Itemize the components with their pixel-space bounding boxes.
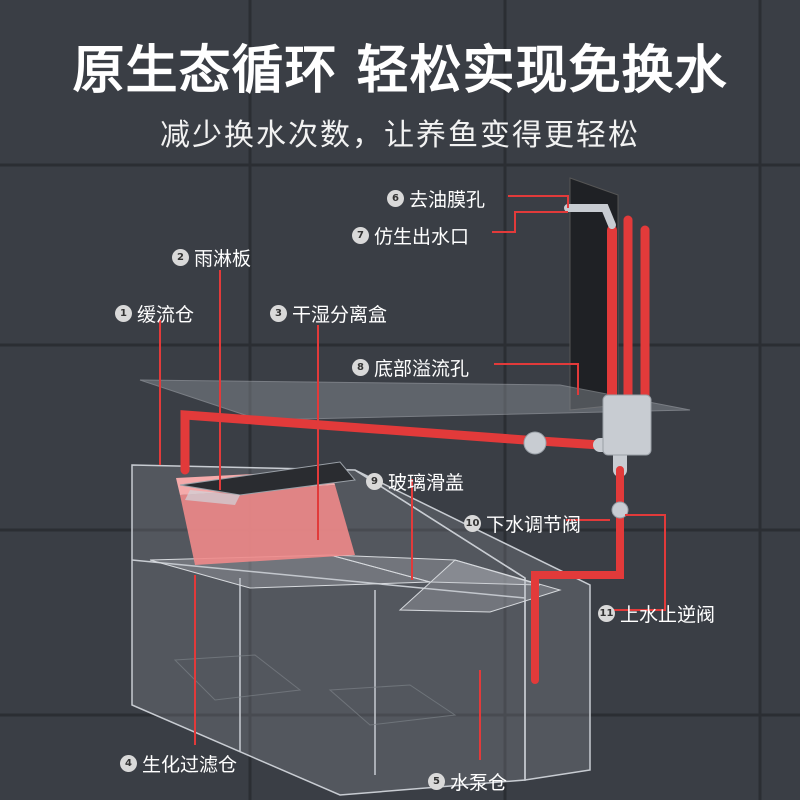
callout-check-valve: 11 上水止逆阀: [598, 600, 715, 627]
callout-label: 玻璃滑盖: [388, 472, 465, 494]
callout-number-badge: 7: [352, 227, 369, 244]
callout-number-badge: 4: [120, 755, 137, 772]
callout-label: 生化过滤仓: [142, 754, 238, 776]
callout-label: 缓流仓: [137, 304, 195, 326]
callout-bio-filter-chamber: 4 生化过滤仓: [120, 750, 237, 777]
callout-bionic-outlet: 7 仿生出水口: [352, 222, 469, 249]
callout-number-badge: 11: [598, 605, 615, 622]
callout-number-badge: 8: [352, 359, 369, 376]
callout-drain-valve: 10 下水调节阀: [464, 510, 581, 537]
callout-number-badge: 5: [428, 773, 445, 790]
callout-dry-wet-box: 3 干湿分离盒: [270, 300, 387, 327]
callout-buffer-chamber: 1 缓流仓: [115, 300, 194, 327]
callout-lines: [159, 195, 666, 760]
page-subtitle: 减少换水次数，让养鱼变得更轻松: [160, 118, 640, 153]
callout-rain-plate: 2 雨淋板: [172, 244, 251, 271]
callout-glass-lid: 9 玻璃滑盖: [366, 468, 464, 495]
callout-number-badge: 10: [464, 515, 481, 532]
callout-number-badge: 3: [270, 305, 287, 322]
callout-label: 下水调节阀: [486, 514, 582, 536]
callout-number-badge: 2: [172, 249, 189, 266]
callout-number-badge: 6: [387, 190, 404, 207]
callout-label: 仿生出水口: [374, 226, 470, 248]
callout-label: 雨淋板: [194, 248, 252, 270]
callout-label: 上水止逆阀: [620, 604, 716, 626]
callout-pump-chamber: 5 水泵仓: [428, 768, 507, 795]
callout-label: 去油膜孔: [409, 189, 486, 211]
callout-number-badge: 9: [366, 473, 383, 490]
filter-mesh: [173, 654, 457, 726]
callout-number-badge: 1: [115, 305, 132, 322]
page-title: 原生态循环 轻松实现免换水: [72, 41, 728, 101]
drip-tray: [179, 461, 356, 505]
callout-bottom-overflow: 8 底部溢流孔: [352, 354, 469, 381]
pipes: [180, 204, 652, 684]
callout-oil-film-hole: 6 去油膜孔: [387, 185, 485, 212]
callout-label: 干湿分离盒: [292, 304, 388, 326]
callout-label: 水泵仓: [450, 772, 508, 794]
callout-label: 底部溢流孔: [374, 358, 470, 380]
